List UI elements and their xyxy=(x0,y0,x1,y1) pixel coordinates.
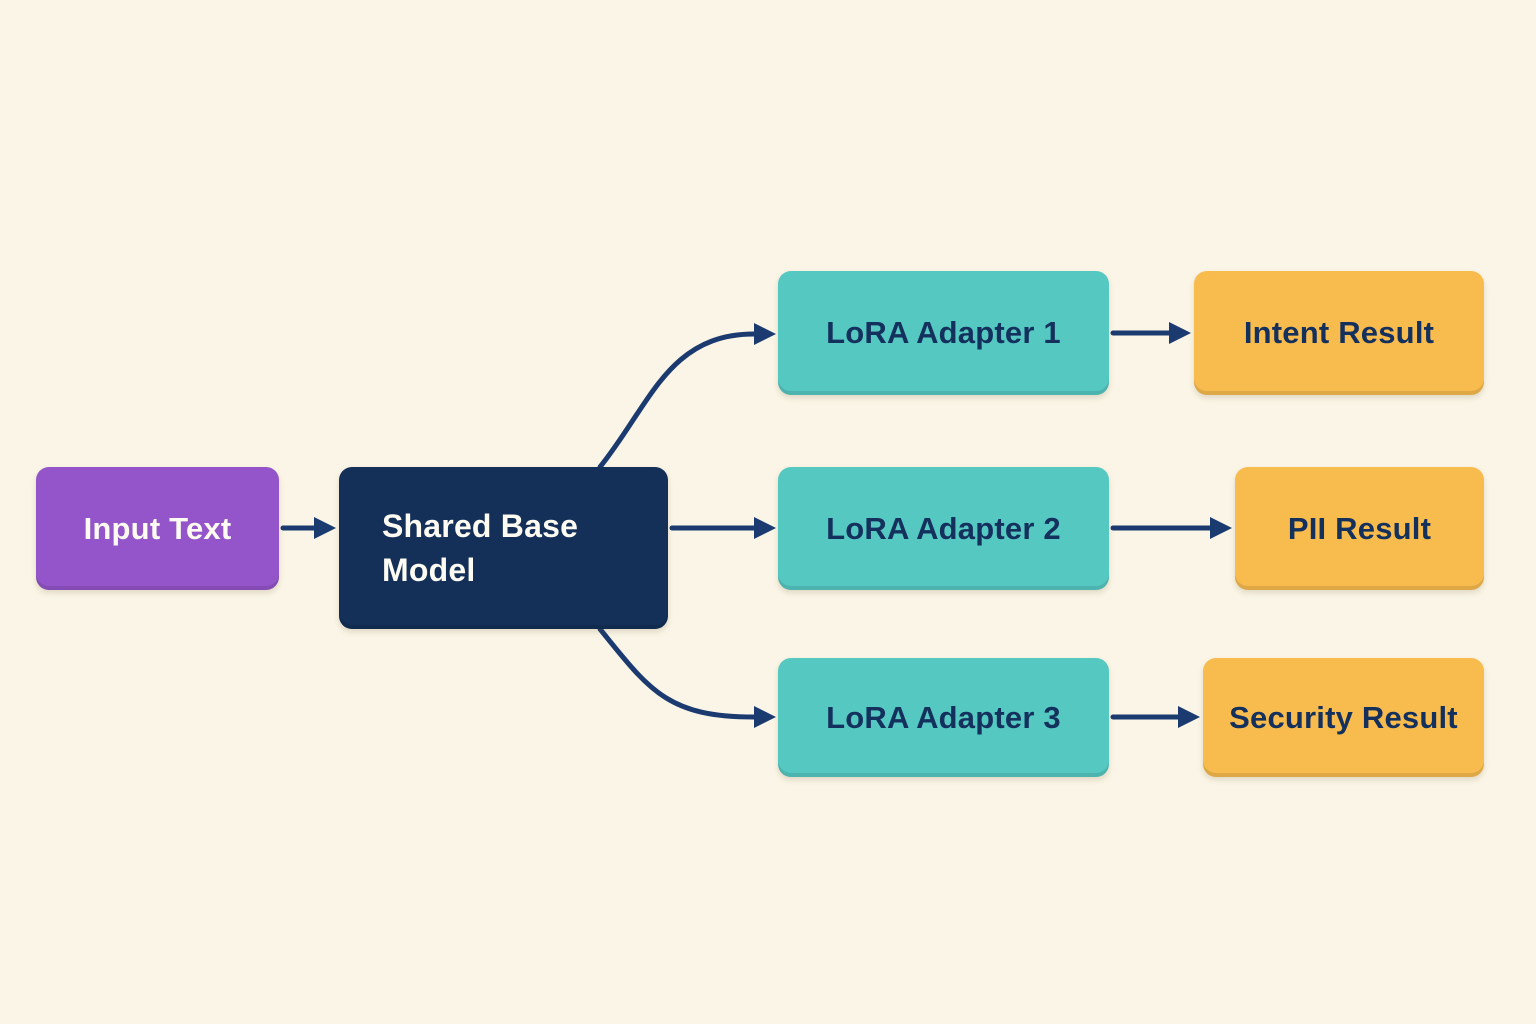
edge-base-to-adapter1-arrowhead xyxy=(754,323,776,345)
edge-adapter3-to-result3-arrowhead xyxy=(1178,706,1200,728)
edge-base-to-adapter3-arrowhead xyxy=(754,706,776,728)
node-input-text-label: Input Text xyxy=(83,510,232,546)
edge-adapter2-to-result2-arrowhead xyxy=(1210,517,1232,539)
node-lora-adapter-3-label: LoRA Adapter 3 xyxy=(826,699,1061,735)
node-lora-adapter-1-label: LoRA Adapter 1 xyxy=(826,315,1061,350)
node-lora-adapter-1: LoRA Adapter 1 xyxy=(778,271,1109,395)
node-pii-result: PII Result xyxy=(1235,467,1484,590)
node-intent-result: Intent Result xyxy=(1194,271,1484,395)
node-security-result-label: Security Result xyxy=(1229,699,1458,735)
node-lora-adapter-3: LoRA Adapter 3 xyxy=(778,658,1109,777)
node-shared-base-model: Shared Base Model xyxy=(339,467,668,629)
node-shared-base-model-label: Shared Base Model xyxy=(382,507,579,588)
node-lora-adapter-2: LoRA Adapter 2 xyxy=(778,467,1109,590)
node-pii-result-label: PII Result xyxy=(1287,510,1432,546)
node-lora-adapter-2-label: LoRA Adapter 2 xyxy=(826,510,1061,546)
edge-input-to-base-arrowhead xyxy=(314,517,336,539)
node-input-text: Input Text xyxy=(36,467,279,590)
node-intent-result-label: Intent Result xyxy=(1243,315,1435,350)
edge-base-to-adapter2-arrowhead xyxy=(754,517,776,539)
edge-base-to-adapter1 xyxy=(597,331,757,470)
node-security-result: Security Result xyxy=(1203,658,1484,777)
edge-adapter1-to-result1-arrowhead xyxy=(1169,322,1191,344)
edge-base-to-adapter3 xyxy=(597,626,757,720)
